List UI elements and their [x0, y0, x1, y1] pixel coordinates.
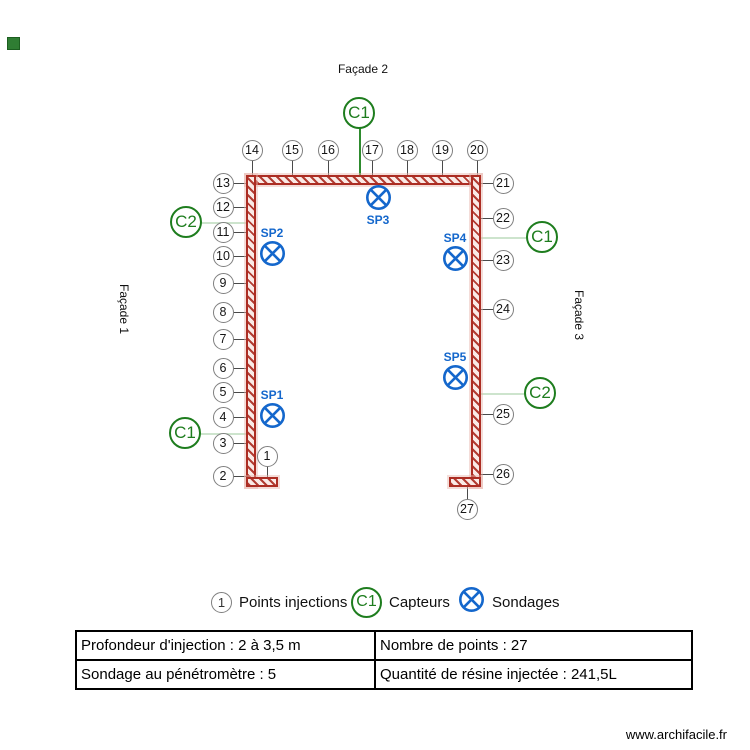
sondage-sp1[interactable]	[259, 402, 286, 429]
sensor-leader-line	[481, 237, 527, 239]
injection-point-9[interactable]: 9	[212, 272, 234, 294]
sondage-label-sp2: SP2	[260, 226, 284, 240]
table-row: Sondage au pénétromètre : 5 Quantité de …	[75, 659, 693, 690]
injection-point-27[interactable]: 27	[456, 498, 478, 520]
leader-line	[477, 160, 478, 176]
cell-nombre-points: Nombre de points : 27	[374, 630, 693, 661]
sondage-label-sp3: SP3	[366, 213, 390, 227]
leader-line	[233, 256, 246, 257]
leader-line	[233, 183, 246, 184]
leader-line	[233, 232, 246, 233]
injection-point-16[interactable]: 16	[317, 139, 339, 161]
leader-line	[292, 160, 293, 176]
sondage-label-sp4: SP4	[443, 231, 467, 245]
summary-table: Profondeur d'injection : 2 à 3,5 m Nombr…	[75, 630, 693, 690]
sondage-sp3[interactable]	[365, 184, 392, 211]
facade-3-label: Façade 3	[572, 290, 586, 341]
leader-line	[233, 283, 246, 284]
injection-point-11[interactable]: 11	[212, 221, 234, 243]
injection-point-1[interactable]: 1	[256, 445, 278, 467]
injection-point-8[interactable]: 8	[212, 301, 234, 323]
sondage-icon	[458, 586, 485, 618]
injection-point-12[interactable]: 12	[212, 196, 234, 218]
sondage-sp5[interactable]	[442, 364, 469, 391]
leader-line	[233, 392, 246, 393]
leader-line	[233, 476, 246, 477]
injection-point-19[interactable]: 19	[431, 139, 453, 161]
leader-line	[233, 339, 246, 340]
injection-point-7[interactable]: 7	[212, 328, 234, 350]
leader-line	[481, 183, 493, 184]
cell-sondage-penetrometre: Sondage au pénétromètre : 5	[75, 659, 376, 690]
leader-line	[233, 312, 246, 313]
injection-point-24[interactable]: 24	[492, 298, 514, 320]
injection-point-6[interactable]: 6	[212, 357, 234, 379]
leader-line	[252, 160, 253, 176]
injection-point-26[interactable]: 26	[492, 463, 514, 485]
leader-line	[467, 487, 468, 499]
leader-line	[372, 160, 373, 176]
injection-point-icon: 1	[211, 591, 232, 613]
wall-right[interactable]	[471, 175, 481, 487]
leader-line	[481, 309, 493, 310]
sondage-sp2[interactable]	[259, 240, 286, 267]
injection-point-10[interactable]: 10	[212, 245, 234, 267]
watermark: www.archifacile.fr	[625, 727, 727, 742]
facade-1-label: Façade 1	[117, 284, 131, 335]
injection-point-2[interactable]: 2	[212, 465, 234, 487]
sensor-leader-line	[359, 128, 361, 176]
leader-line	[442, 160, 443, 176]
injection-point-3[interactable]: 3	[212, 432, 234, 454]
leader-line	[233, 443, 246, 444]
leader-line	[481, 414, 493, 415]
injection-point-18[interactable]: 18	[396, 139, 418, 161]
leader-line	[407, 160, 408, 176]
injection-point-25[interactable]: 25	[492, 403, 514, 425]
sondage-label-sp1: SP1	[260, 388, 284, 402]
wall-foot-left[interactable]	[246, 477, 278, 487]
leader-line	[267, 466, 268, 478]
legend-label-capteurs: Capteurs	[389, 593, 450, 611]
leader-line	[233, 368, 246, 369]
leader-line	[233, 417, 246, 418]
capteur-icon: C1	[351, 586, 382, 618]
injection-point-23[interactable]: 23	[492, 249, 514, 271]
injection-point-13[interactable]: 13	[212, 172, 234, 194]
leader-line	[328, 160, 329, 176]
wall-left[interactable]	[246, 175, 256, 487]
wall-foot-right[interactable]	[449, 477, 481, 487]
capteur-c1[interactable]: C1	[169, 417, 201, 449]
leader-line	[481, 218, 493, 219]
leader-line	[481, 474, 493, 475]
injection-point-5[interactable]: 5	[212, 381, 234, 403]
table-row: Profondeur d'injection : 2 à 3,5 m Nombr…	[75, 630, 693, 661]
capteur-c2[interactable]: C2	[170, 206, 202, 238]
wall-top[interactable]	[246, 175, 481, 185]
corner-marker	[7, 37, 20, 50]
cell-quantite-resine: Quantité de résine injectée : 241,5L	[374, 659, 693, 690]
injection-point-20[interactable]: 20	[466, 139, 488, 161]
legend-item-capteurs: C1 Capteurs	[351, 586, 450, 618]
leader-line	[233, 207, 246, 208]
legend-item-sondages: Sondages	[458, 586, 560, 618]
sondage-label-sp5: SP5	[443, 350, 467, 364]
legend-label-sondages: Sondages	[492, 593, 560, 611]
injection-point-17[interactable]: 17	[361, 139, 383, 161]
capteur-c2[interactable]: C2	[524, 377, 556, 409]
capteur-c1[interactable]: C1	[526, 221, 558, 253]
leader-line	[481, 260, 493, 261]
injection-point-14[interactable]: 14	[241, 139, 263, 161]
facade-2-label: Façade 2	[337, 62, 389, 76]
injection-point-22[interactable]: 22	[492, 207, 514, 229]
injection-point-15[interactable]: 15	[281, 139, 303, 161]
injection-point-21[interactable]: 21	[492, 172, 514, 194]
cell-profondeur: Profondeur d'injection : 2 à 3,5 m	[75, 630, 376, 661]
sondage-sp4[interactable]	[442, 245, 469, 272]
legend-label-injections: Points injections	[239, 593, 348, 611]
capteur-c1[interactable]: C1	[343, 97, 375, 129]
injection-point-4[interactable]: 4	[212, 406, 234, 428]
legend-item-injection-points: 1 Points injections	[211, 586, 347, 618]
sensor-leader-line	[481, 393, 525, 395]
